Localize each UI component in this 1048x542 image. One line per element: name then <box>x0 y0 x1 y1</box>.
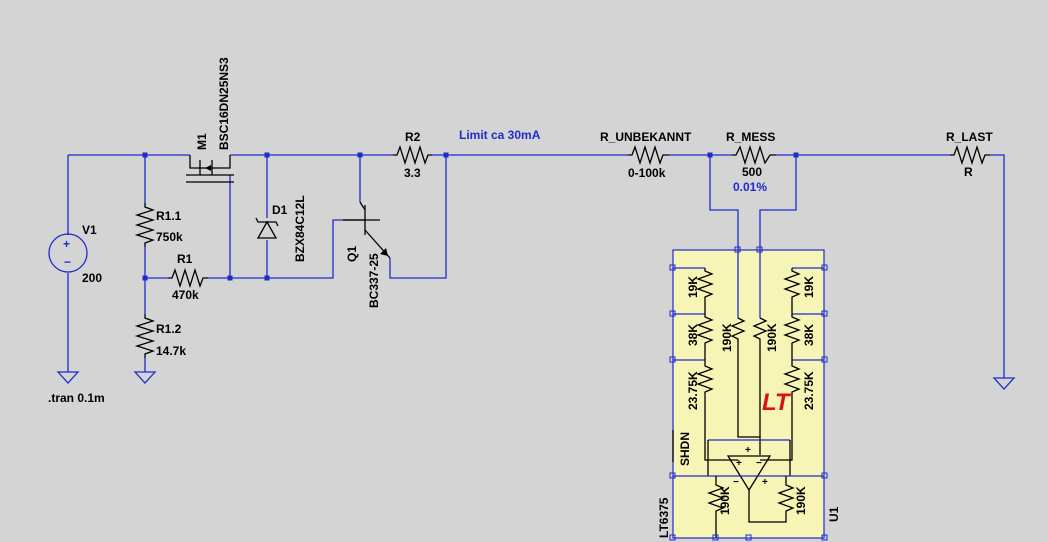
m1-value: BSC16DN25NS3 <box>217 57 231 150</box>
mosfet-m1: M1 BSC16DN25NS3 <box>186 57 234 183</box>
r-mess-tolerance: 0.01% <box>733 180 767 194</box>
resistor-r-last: R_LAST R <box>946 130 993 179</box>
junction-dot <box>443 152 449 158</box>
ic-name-label: U1 <box>827 506 841 522</box>
wire-q1-emitter <box>389 155 447 279</box>
ic-r19k-left: 19K <box>686 276 700 298</box>
ic-part-label: LT6375 <box>657 497 671 538</box>
lt-logo-icon: LT <box>762 389 792 416</box>
r-mess-value: 500 <box>742 165 762 179</box>
r1-2-name: R1.2 <box>156 322 182 336</box>
ic-r19k-right: 19K <box>802 276 816 298</box>
wire-r1-right <box>208 219 343 279</box>
r-mess-name: R_MESS <box>726 130 775 144</box>
ground-icon <box>56 371 80 384</box>
wire-sense-plus <box>709 155 739 250</box>
wire-sense-minus <box>759 155 797 250</box>
r1-name: R1 <box>177 252 193 266</box>
wires <box>67 154 1005 378</box>
plus-sign: + <box>63 237 70 251</box>
ic-r2375k-right: 23.75K <box>802 371 816 410</box>
ic-r38k-right: 38K <box>802 324 816 346</box>
minus-sign: − <box>64 255 71 269</box>
resistor-r1-2: R1.2 14.7k <box>134 314 186 358</box>
ground-icon <box>133 371 157 384</box>
resistor-r-unbekannt: R_UNBEKANNT 0-100k <box>600 130 692 180</box>
resistor-r2: R2 3.3 <box>393 130 432 180</box>
resistor-r1-1: R1.1 750k <box>134 203 183 247</box>
d1-name: D1 <box>272 203 288 217</box>
ic-r38k-left: 38K <box>686 324 700 346</box>
ic-r190k-bottom-left: 190K <box>718 486 732 515</box>
q1-name: Q1 <box>345 246 359 262</box>
m1-name: M1 <box>195 133 209 150</box>
ground-icon <box>992 377 1016 390</box>
r2-name: R2 <box>405 130 421 144</box>
transistor-q1: Q1 BC337-25 <box>343 201 391 308</box>
junction-dot <box>264 275 270 281</box>
resistor-r-mess: R_MESS 500 0.01% <box>726 130 776 194</box>
junctions <box>142 152 799 281</box>
zener-d1: D1 BZX84C12L <box>255 195 307 262</box>
r1-1-name: R1.1 <box>156 209 182 223</box>
svg-text:+: + <box>736 458 742 469</box>
voltage-source-v1: + − V1 200 <box>48 223 102 285</box>
junction-dot <box>264 152 270 158</box>
svg-text:+: + <box>745 445 751 456</box>
svg-text:−: − <box>733 477 739 488</box>
ic-r2375k-left: 23.75K <box>686 371 700 410</box>
r2-value: 3.3 <box>404 166 421 180</box>
r-last-value: R <box>964 165 973 179</box>
ground-symbols <box>56 371 1016 390</box>
v1-value: 200 <box>82 271 102 285</box>
junction-dot <box>707 152 713 158</box>
r1-value: 470k <box>172 288 199 302</box>
wire-rlast-gnd <box>990 154 1005 378</box>
resistor-r1: R1 470k <box>168 252 208 302</box>
r1-2-value: 14.7k <box>156 344 186 358</box>
r-last-name: R_LAST <box>946 130 993 144</box>
svg-text:−: − <box>756 458 762 469</box>
tran-directive: .tran 0.1m <box>48 391 105 405</box>
d1-value: BZX84C12L <box>293 195 307 262</box>
limit-note: Limit ca 30mA <box>459 128 541 142</box>
junction-dot <box>142 152 148 158</box>
junction-dot <box>227 275 233 281</box>
r1-1-value: 750k <box>156 230 183 244</box>
opamp-triangle <box>726 455 772 492</box>
svg-text:+: + <box>762 477 768 488</box>
ic-r190k-inner-left: 190K <box>720 323 734 352</box>
junction-dot <box>793 152 799 158</box>
v1-name: V1 <box>82 223 97 237</box>
junction-dot <box>357 152 363 158</box>
ic-r190k-bottom-right: 190K <box>794 486 808 515</box>
ic-u1-lt6375: 19K 38K 23.75K 190K 190K 19K 38K 23.75K … <box>657 246 841 541</box>
q1-value: BC337-25 <box>367 253 381 308</box>
r-unbekannt-name: R_UNBEKANNT <box>600 130 692 144</box>
ic-r190k-inner-right: 190K <box>765 323 779 352</box>
junction-dot <box>142 275 148 281</box>
ic-shdn-label: SHDN <box>678 432 692 466</box>
r-unbekannt-value: 0-100k <box>628 166 666 180</box>
